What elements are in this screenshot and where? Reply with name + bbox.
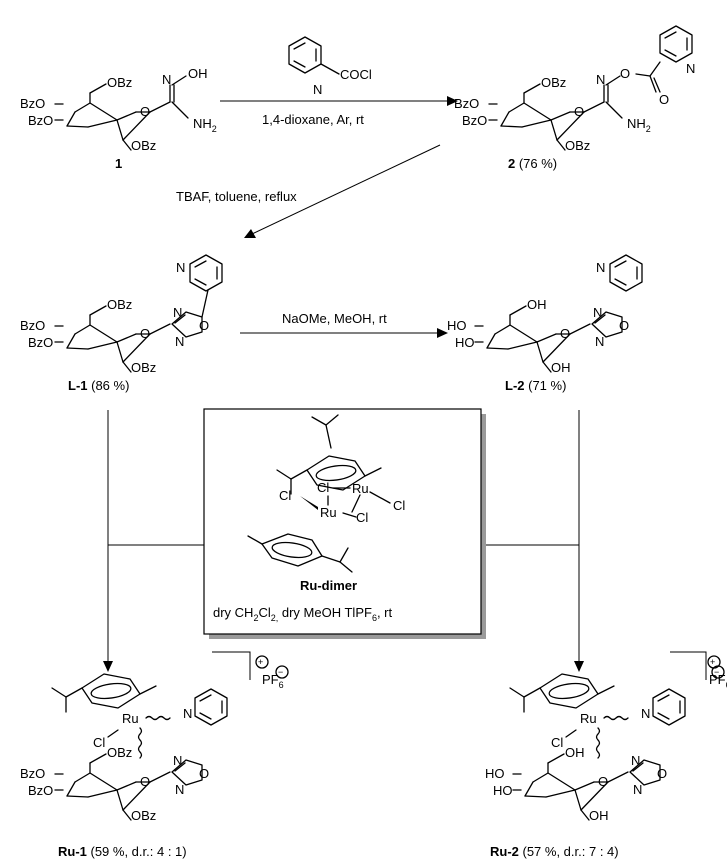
atom-obz: OBz bbox=[107, 75, 132, 90]
atom-n: N bbox=[175, 334, 184, 349]
atom-bzo: BzO bbox=[28, 783, 53, 798]
atom-obz: OBz bbox=[541, 75, 566, 90]
atom-o: O bbox=[199, 318, 209, 333]
compound-l1: N O N N OBz O BzO BzO OBz bbox=[20, 254, 223, 375]
atom-n: N bbox=[641, 706, 650, 721]
atom-ho: HO bbox=[493, 783, 513, 798]
atom-o: O bbox=[140, 326, 150, 341]
atom-obz: OBz bbox=[131, 808, 156, 823]
compound-l2: N O N N OH O HO HO OH bbox=[447, 254, 643, 375]
atom-bzo: BzO bbox=[454, 96, 479, 111]
atom-obz: OBz bbox=[131, 138, 156, 153]
atom-ru: Ru bbox=[580, 711, 597, 726]
compound-2-label: 2 (76 %) bbox=[508, 156, 557, 171]
atom-ho: HO bbox=[455, 335, 475, 350]
compound-l2-label: L-2 (71 %) bbox=[505, 378, 566, 393]
atom-o: O bbox=[659, 92, 669, 107]
atom-n: N bbox=[313, 82, 322, 97]
atom-nh2: NH2 bbox=[627, 116, 651, 134]
atom-bzo: BzO bbox=[20, 318, 45, 333]
ru-dimer-box: Ru Cl Cl Ru Cl Cl Ru-dimer dry CH2Cl2, d… bbox=[203, 408, 486, 639]
step3-conditions: NaOMe, MeOH, rt bbox=[282, 311, 387, 326]
atom-bzo: BzO bbox=[28, 113, 53, 128]
atom-ho: HO bbox=[485, 766, 505, 781]
atom-bzo: BzO bbox=[20, 96, 45, 111]
compound-1-label: 1 bbox=[115, 156, 122, 171]
atom-o: O bbox=[199, 766, 209, 781]
atom-n: N bbox=[595, 334, 604, 349]
atom-n: N bbox=[173, 753, 182, 768]
atom-n: N bbox=[183, 706, 192, 721]
atom-cl: Cl bbox=[279, 488, 291, 503]
atom-cocl: COCl bbox=[340, 67, 372, 82]
atom-cl: Cl bbox=[393, 498, 405, 513]
atom-o: O bbox=[574, 104, 584, 119]
atom-bzo: BzO bbox=[20, 766, 45, 781]
charge-plus: + bbox=[710, 657, 715, 667]
atom-ru: Ru bbox=[352, 481, 369, 496]
atom-ru: Ru bbox=[320, 505, 337, 520]
atom-obz: OBz bbox=[565, 138, 590, 153]
charge-minus: − bbox=[714, 667, 719, 677]
counterion-pf6: PF6 bbox=[262, 672, 284, 690]
atom-ru: Ru bbox=[122, 711, 139, 726]
atom-o: O bbox=[140, 104, 150, 119]
atom-bzo: BzO bbox=[462, 113, 487, 128]
atom-oh: OH bbox=[589, 808, 609, 823]
step1-conditions: 1,4-dioxane, Ar, rt bbox=[262, 112, 364, 127]
atom-oh: OH bbox=[188, 66, 208, 81]
box-conditions: dry CH2Cl2, dry MeOH TlPF6, rt bbox=[213, 605, 393, 623]
reagent-picolinoyl-chloride: N COCl bbox=[288, 36, 372, 97]
atom-obz: OBz bbox=[131, 360, 156, 375]
atom-n: N bbox=[162, 72, 171, 87]
compound-ru2: Ru Cl N N O N OH O HO HO OH PF6 + bbox=[485, 651, 727, 823]
atom-n: N bbox=[175, 782, 184, 797]
ru-dimer-label: Ru-dimer bbox=[300, 578, 357, 593]
compound-ru1: Ru Cl N N O N OBz O BzO BzO OBz PF6 + − bbox=[20, 651, 289, 823]
arrow-l1-to-ru1 bbox=[103, 410, 205, 672]
atom-n: N bbox=[686, 61, 695, 76]
compound-1: N OH NH2 OBz O BzO BzO OBz 1 bbox=[20, 66, 217, 171]
atom-o: O bbox=[620, 66, 630, 81]
atom-cl: Cl bbox=[356, 510, 368, 525]
atom-bzo: BzO bbox=[28, 335, 53, 350]
atom-obz: OBz bbox=[107, 745, 132, 760]
compound-2: N O O N NH2 OBz O BzO BzO OBz bbox=[454, 25, 695, 153]
compound-l1-label: L-1 (86 %) bbox=[68, 378, 129, 393]
arrow-step-1: 1,4-dioxane, Ar, rt bbox=[220, 96, 458, 127]
atom-o: O bbox=[140, 774, 150, 789]
atom-oh: OH bbox=[527, 297, 547, 312]
compound-ru2-label: Ru-2 (57 %, d.r.: 7 : 4) bbox=[490, 844, 619, 859]
atom-n: N bbox=[173, 305, 182, 320]
atom-o: O bbox=[619, 318, 629, 333]
arrow-l2-to-ru2 bbox=[482, 410, 584, 672]
arrow-step-2: TBAF, toluene, reflux bbox=[176, 144, 441, 238]
atom-cl: Cl bbox=[317, 480, 329, 495]
atom-ho: HO bbox=[447, 318, 467, 333]
atom-n: N bbox=[631, 753, 640, 768]
atom-n: N bbox=[596, 72, 605, 87]
atom-n: N bbox=[176, 260, 185, 275]
atom-n: N bbox=[593, 305, 602, 320]
atom-o: O bbox=[657, 766, 667, 781]
atom-n: N bbox=[596, 260, 605, 275]
atom-nh2: NH2 bbox=[193, 116, 217, 134]
charge-minus: − bbox=[278, 667, 283, 677]
ru2-minus-charge: − bbox=[711, 665, 725, 679]
arrow-step-3: NaOMe, MeOH, rt bbox=[240, 311, 448, 338]
atom-o: O bbox=[560, 326, 570, 341]
charge-plus: + bbox=[258, 657, 263, 667]
atom-oh: OH bbox=[565, 745, 585, 760]
atom-o: O bbox=[598, 774, 608, 789]
atom-obz: OBz bbox=[107, 297, 132, 312]
step2-conditions: TBAF, toluene, reflux bbox=[176, 189, 297, 204]
atom-oh: OH bbox=[551, 360, 571, 375]
atom-n: N bbox=[633, 782, 642, 797]
compound-ru1-label: Ru-1 (59 %, d.r.: 4 : 1) bbox=[58, 844, 187, 859]
atom-cl: Cl bbox=[551, 735, 563, 750]
atom-cl: Cl bbox=[93, 735, 105, 750]
